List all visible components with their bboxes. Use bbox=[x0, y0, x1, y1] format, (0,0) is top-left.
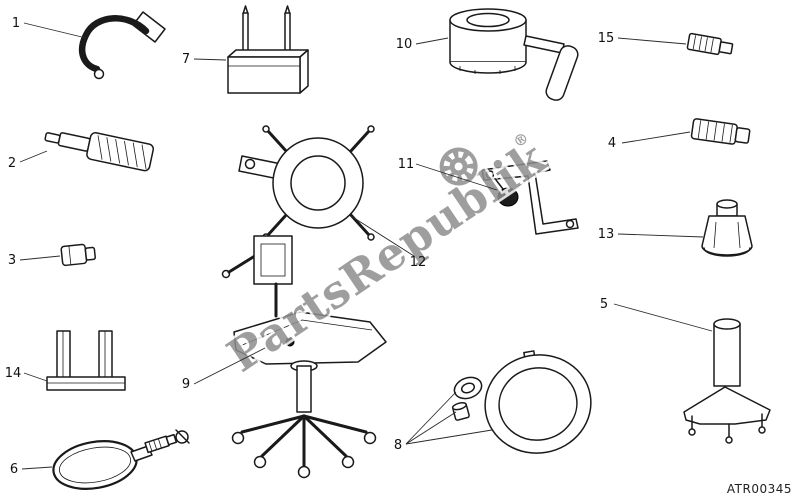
callout-3-label: 3 bbox=[8, 253, 16, 268]
callout-7-label: 7 bbox=[182, 52, 190, 67]
callout-14: 14 bbox=[5, 366, 48, 382]
callout-15-label: 15 bbox=[598, 31, 615, 46]
tool-small-bush-drawing bbox=[686, 32, 734, 56]
tool-strap-wrench-drawing bbox=[52, 429, 190, 490]
callout-5: 5 bbox=[600, 297, 713, 332]
callout-12-label: 12 bbox=[410, 255, 427, 270]
callout-2-label: 2 bbox=[8, 156, 16, 171]
tool-pin-plate-drawing bbox=[227, 5, 309, 94]
tool-flywheel-holder-drawing bbox=[449, 8, 579, 101]
tool-punch-driver-drawing bbox=[44, 132, 155, 172]
tool-extractor-cup-drawing bbox=[701, 199, 753, 257]
callout-9-label: 9 bbox=[182, 377, 190, 392]
tool-assembly-stand-drawing bbox=[221, 235, 387, 479]
tool-support-stand-drawing bbox=[683, 318, 771, 444]
tool-small-roller-drawing bbox=[60, 243, 96, 267]
tool-hook-spanner-drawing bbox=[78, 11, 166, 80]
tool-fork-holder-drawing bbox=[46, 330, 126, 391]
callout-10-label: 10 bbox=[396, 37, 413, 52]
callout-4: 4 bbox=[608, 131, 691, 151]
callout-12: 12 bbox=[350, 215, 427, 270]
callout-2: 2 bbox=[8, 150, 48, 171]
tool-clutch-ring-drawing bbox=[238, 125, 375, 241]
callout-1-label: 1 bbox=[12, 16, 20, 31]
callout-13-label: 13 bbox=[598, 227, 615, 242]
callout-10: 10 bbox=[396, 37, 449, 52]
callout-11: 11 bbox=[398, 157, 498, 191]
callout-11-label: 11 bbox=[398, 157, 415, 172]
callout-15: 15 bbox=[598, 31, 687, 46]
callout-6-label: 6 bbox=[10, 462, 18, 477]
callout-3: 3 bbox=[8, 253, 61, 268]
callout-14-label: 14 bbox=[5, 366, 22, 381]
callout-7: 7 bbox=[182, 52, 227, 67]
part-code: ATR00345 bbox=[727, 482, 792, 496]
callout-5-label: 5 bbox=[600, 297, 608, 312]
callout-9: 9 bbox=[182, 347, 266, 392]
callout-8: 8 bbox=[394, 391, 493, 453]
tool-seal-ring-set-drawing bbox=[451, 350, 592, 454]
callout-4-label: 4 bbox=[608, 136, 616, 151]
tool-bush-drawing bbox=[690, 118, 751, 145]
tool-bracket-drawing bbox=[481, 160, 579, 235]
callout-6: 6 bbox=[10, 462, 53, 477]
gear-icon bbox=[437, 145, 480, 188]
callout-13: 13 bbox=[598, 227, 704, 242]
callout-8-label: 8 bbox=[394, 438, 402, 453]
callout-1: 1 bbox=[12, 16, 87, 39]
